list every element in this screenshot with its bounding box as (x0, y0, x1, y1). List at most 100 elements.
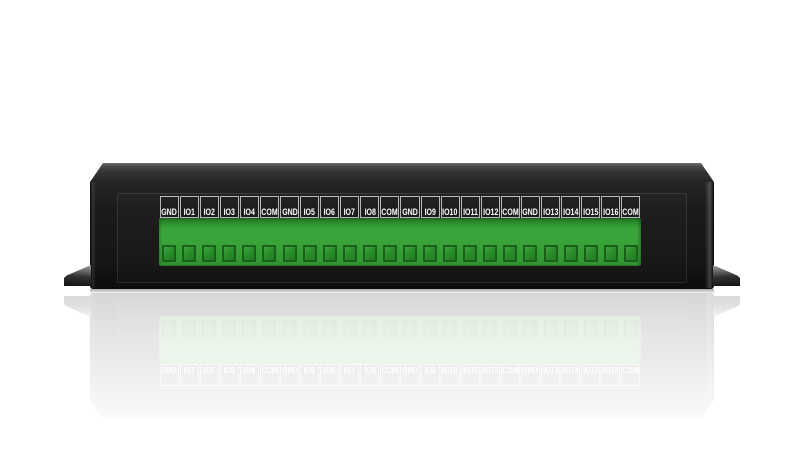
terminal-label: IO5 (303, 207, 316, 217)
hole-slot (259, 218, 279, 266)
reflection-terminal-hole (182, 320, 197, 337)
reflection-terminal-label-cell: COM (621, 364, 641, 386)
mounting-ear-left (64, 265, 91, 286)
hole-slot (300, 218, 320, 266)
reflection-hole-slot (400, 316, 420, 364)
terminal-label-cell: COM (380, 196, 400, 218)
reflection-hole-slot (480, 316, 500, 364)
reflection-hole-slot (581, 316, 601, 364)
terminal-label-cell: IO8 (360, 196, 380, 218)
reflection-terminal-label-cell: IO11 (460, 364, 480, 386)
hole-slot (199, 218, 219, 266)
reflection-terminal-label: IO8 (364, 365, 376, 375)
terminal-label: IO4 (243, 207, 256, 217)
reflection-terminal-label-cell: IO8 (360, 364, 380, 386)
terminal-label-cell: IO5 (300, 196, 320, 218)
reflection-terminal-label: GND (522, 365, 539, 375)
hole-slot (239, 218, 259, 266)
terminal-label: IO12 (482, 207, 498, 217)
reflection-recessed-panel (117, 299, 687, 389)
hole-slot (540, 218, 560, 266)
terminal-hole (242, 245, 257, 262)
terminal-hole (603, 245, 618, 262)
terminal-hole (282, 245, 297, 262)
hole-slot (360, 218, 380, 266)
terminal-label: COM (622, 207, 640, 217)
terminal-label: COM (261, 207, 278, 217)
right-edge-bevel (705, 182, 714, 288)
reflection-left-edge-bevel (90, 294, 96, 400)
hole-slot (340, 218, 360, 266)
terminal-hole (443, 245, 458, 262)
reflection-hole-slot (561, 316, 581, 364)
reflection-terminal-hole (443, 320, 458, 337)
reflection-terminal-hole (603, 320, 618, 337)
reflection-terminal-hole (262, 320, 277, 337)
reflection-hole-slot (540, 316, 560, 364)
terminal-hole (563, 245, 578, 262)
reflection-terminal-label-cell: IO4 (239, 364, 259, 386)
reflection-terminal-label-cell: GND (279, 364, 300, 386)
reflection-terminal-label-cell: COM (500, 364, 520, 386)
terminal-hole (463, 245, 478, 262)
reflection-terminal-label-cell: IO3 (219, 364, 239, 386)
hole-slot (380, 218, 400, 266)
reflection-terminal-hole (362, 320, 377, 337)
reflection-terminal-label: GND (281, 365, 298, 375)
reflection-device-top-face (90, 400, 714, 419)
reflection-terminal-hole (463, 320, 478, 337)
reflection-terminal-label-cell: IO6 (320, 364, 340, 386)
reflection-terminal-hole (583, 320, 598, 337)
reflection-terminal-label: IO3 (223, 365, 235, 375)
terminal-hole (342, 245, 357, 262)
reflection-hole-slot (380, 316, 400, 364)
terminal-label: IO9 (424, 207, 436, 217)
terminal-label: IO7 (344, 207, 356, 217)
reflection-terminal-label-cell: IO16 (601, 364, 621, 386)
reflection-hole-slot (601, 316, 621, 364)
reflection-terminal-label: GND (161, 365, 177, 375)
contact-shadow (90, 289, 714, 293)
reflection-terminal-block (159, 316, 641, 364)
hole-slot (500, 218, 520, 266)
reflection-device-front-face (90, 293, 714, 401)
reflection-terminal-label-cell: COM (259, 364, 279, 386)
terminal-label: IO6 (324, 207, 336, 217)
hole-slot (460, 218, 480, 266)
terminal-label-cell: IO11 (460, 196, 480, 218)
reflection-terminal-label-cell: COM (380, 364, 400, 386)
terminal-label: GND (161, 207, 177, 217)
reflection-hole-slot (239, 316, 259, 364)
hole-slot (601, 218, 621, 266)
reflection-terminal-hole (302, 320, 317, 337)
reflection-terminal-hole (423, 320, 438, 337)
hole-slot (621, 218, 641, 266)
reflection-terminal-label: IO2 (203, 365, 215, 375)
reflection-terminal-hole (162, 320, 177, 337)
terminal-hole (322, 245, 337, 262)
reflection-hole-slot (440, 316, 460, 364)
reflection-terminal-label-cell: IO1 (179, 364, 199, 386)
terminal-label-cell: IO1 (179, 196, 199, 218)
reflection-terminal-hole (282, 320, 297, 337)
reflection-hole-slot (300, 316, 320, 364)
reflection-terminal-label: IO11 (462, 365, 478, 375)
reflection-terminal-label-cell: GND (400, 364, 420, 386)
reflection-terminal-label: IO9 (424, 365, 436, 375)
terminal-hole (402, 245, 417, 262)
reflection-hole-slot (500, 316, 520, 364)
reflection-hole-slot (520, 316, 540, 364)
terminal-hole (623, 245, 638, 262)
reflection-hole-slot (621, 316, 641, 364)
terminal-label-cell: IO7 (340, 196, 360, 218)
reflection-terminal-hole (483, 320, 498, 337)
hole-slot (480, 218, 500, 266)
reflection-terminal-label: IO15 (583, 365, 599, 375)
terminal-label-cell: IO2 (199, 196, 219, 218)
terminal-label-cell: IO13 (540, 196, 561, 218)
terminal-hole (382, 245, 397, 262)
